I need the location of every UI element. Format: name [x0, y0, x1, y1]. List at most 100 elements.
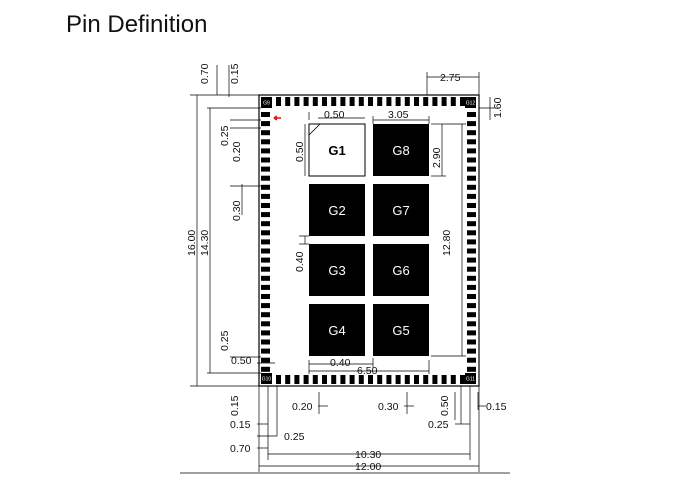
pin-bottom	[340, 375, 346, 384]
pin-bottom	[377, 375, 383, 384]
pin-left	[261, 130, 270, 136]
pin-right	[467, 239, 476, 245]
pin-bottom	[303, 375, 309, 384]
pin-rows	[261, 97, 476, 384]
pin-right	[467, 148, 476, 154]
pin-right	[467, 212, 476, 218]
pin-top	[386, 97, 392, 106]
pad-label-g8: G8	[392, 143, 409, 158]
pin-right	[467, 312, 476, 318]
dim-bottom-025-right: 0.25	[428, 419, 449, 431]
dim-top-right-160: 1.60	[492, 97, 504, 118]
pad-label-g3: G3	[328, 263, 345, 278]
dim-bottom-030: 0.30	[378, 401, 399, 413]
pin-right	[467, 284, 476, 290]
pin-bottom	[432, 375, 438, 384]
pin-bottom	[460, 375, 465, 384]
pin-right	[467, 130, 476, 136]
pin-right	[467, 348, 476, 354]
pin-left	[261, 321, 270, 327]
pin-right	[467, 357, 476, 363]
pin-top	[395, 97, 401, 106]
pin-right	[467, 248, 476, 254]
pin-left	[261, 275, 270, 281]
pin-right	[467, 294, 476, 299]
pin-left	[261, 139, 270, 145]
pin-left	[261, 257, 270, 263]
dim-left-025: 0.25	[219, 125, 231, 146]
pin-right	[467, 121, 476, 127]
pin-bottom	[322, 375, 327, 384]
pin-top	[340, 97, 346, 106]
pin-left	[261, 239, 270, 245]
pin-left	[261, 221, 270, 227]
pin-bottom	[331, 375, 337, 384]
pin-bottom	[358, 375, 364, 384]
pad-g3: G3	[309, 244, 365, 296]
pin-top	[285, 97, 291, 106]
dim-span-1280: 12.80	[441, 230, 453, 256]
pin-left	[261, 339, 270, 345]
corner-label-g9: G9	[263, 101, 270, 107]
pin-bottom	[294, 375, 300, 384]
pin-top	[377, 97, 383, 106]
pin-left	[261, 303, 270, 309]
dim-bottom-070: 0.70	[230, 443, 251, 455]
pin-top	[404, 97, 410, 106]
pad-g6: G6	[373, 244, 429, 296]
corner-pad-bottom-left: G10	[261, 373, 272, 384]
pad-g1: G1	[308, 123, 366, 177]
pad-label-g6: G6	[392, 263, 409, 278]
pin-left	[261, 266, 270, 272]
corner-label-g12: G12	[466, 101, 476, 107]
pin-right	[467, 257, 476, 263]
pin-bottom	[368, 375, 373, 384]
pin-top	[294, 97, 300, 106]
dimension-labels: 0.70 0.15 2.75 1.60 0.50 3.05 0.25 0.20 …	[186, 63, 507, 473]
pin-right	[467, 230, 476, 236]
pad-label-g1: G1	[328, 143, 345, 158]
corner-label-g11: G11	[466, 377, 475, 383]
pad-label-g5: G5	[392, 323, 409, 338]
dim-top-left-015: 0.15	[229, 63, 241, 84]
dim-bottom-025-left: 0.25	[284, 431, 305, 443]
pin-left	[261, 175, 270, 181]
pin-left	[261, 193, 270, 199]
dim-pad-width-305: 3.05	[388, 109, 409, 121]
pin-bottom	[312, 375, 318, 384]
dim-bottom-015-left: 0.15	[229, 395, 241, 416]
dim-bottom-050: 0.50	[439, 395, 451, 416]
pin-right	[467, 221, 476, 227]
dim-pad-height-290: 2.90	[431, 147, 443, 168]
dimension-lines	[180, 65, 510, 474]
pin-right	[467, 175, 476, 181]
pin-top	[303, 97, 309, 106]
pin-right	[467, 166, 476, 172]
pin-left	[261, 148, 270, 154]
pin-top	[441, 97, 447, 106]
dim-bottom-left-025: 0.25	[219, 330, 231, 351]
dim-left-030: 0.30	[231, 200, 243, 221]
dim-total-width-1200: 12.00	[355, 461, 381, 473]
dim-gap-040-horizontal: 0.40	[330, 357, 351, 369]
pin-right	[467, 157, 476, 163]
pin-right	[467, 184, 476, 190]
pin-left	[261, 366, 270, 372]
pin-left	[261, 330, 270, 336]
pin-top	[349, 97, 355, 106]
corner-pad-bottom-right: G11	[465, 373, 476, 384]
pin-top	[414, 97, 419, 106]
pad-g8: G8	[373, 124, 429, 176]
dim-bottom-015-right: 0.15	[486, 401, 507, 413]
pin-right	[467, 366, 476, 372]
corner-pad-top-right: G12	[465, 97, 476, 108]
pin-top	[358, 97, 364, 106]
pin-right	[467, 321, 476, 327]
pin-bottom	[450, 375, 456, 384]
corner-pad-top-left: G9	[261, 97, 272, 108]
pin-right	[467, 275, 476, 281]
dim-bottom-left-050: 0.50	[231, 355, 252, 367]
pin-top	[450, 97, 456, 106]
pin-left	[261, 230, 270, 236]
